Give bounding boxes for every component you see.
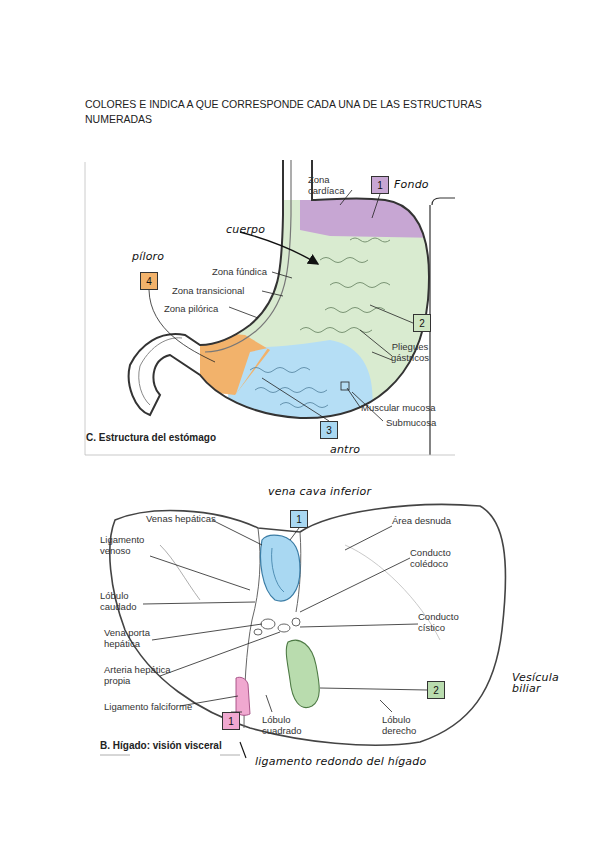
callout-number: 3 xyxy=(326,425,332,436)
worksheet-title: COLORES E INDICA A QUE CORRESPONDE CADA … xyxy=(85,97,535,127)
handwritten-answer: píloro xyxy=(132,251,164,262)
part-label: Arteria hepática propia xyxy=(104,664,184,686)
handwritten-answer: Vesícula biliar xyxy=(512,672,572,694)
callout-number: 2 xyxy=(419,318,425,329)
part-label: Ligamento venoso xyxy=(100,534,152,556)
callout-number: 1 xyxy=(228,716,234,727)
part-label: Ligamento falciforme xyxy=(104,701,192,712)
callout-number: 2 xyxy=(433,685,439,696)
part-label: Conducto cístico xyxy=(418,611,468,633)
handwritten-answer: antro xyxy=(330,444,360,455)
handwritten-answer: cuerpo xyxy=(226,224,265,235)
callout-box: 3 xyxy=(320,421,338,439)
figure-caption: C. Estructura del estómago xyxy=(86,432,216,443)
part-label: Lóbulo caudado xyxy=(100,590,146,612)
callout-number: 1 xyxy=(377,180,383,191)
part-label: Zona pilórica xyxy=(164,303,218,314)
part-label: Zona cardíaca xyxy=(308,174,353,196)
part-label: Venas hepáticas xyxy=(146,513,216,524)
part-label: Submucosa xyxy=(386,417,436,428)
part-label: Lóbulo cuadrado xyxy=(262,714,307,736)
callout-box: 1 xyxy=(371,176,389,194)
callout-number: 1 xyxy=(296,514,302,525)
part-label: Área desnuda xyxy=(392,515,451,526)
part-label: Zona transicional xyxy=(172,285,244,296)
handwritten-answer: Fondo xyxy=(394,179,429,190)
part-label: Muscular mucosa xyxy=(361,402,435,413)
callout-box: 1 xyxy=(290,510,308,528)
stomach-figure xyxy=(85,160,455,455)
figure-caption: B. Hígado: visión visceral xyxy=(100,740,222,751)
part-label: Vena porta hepática xyxy=(104,627,154,649)
callout-box: 2 xyxy=(413,314,431,332)
handwritten-answer: vena cava inferior xyxy=(268,486,371,497)
part-label: Zona fúndica xyxy=(212,266,267,277)
callout-box: 1 xyxy=(222,712,240,730)
callout-box: 4 xyxy=(140,272,158,290)
callout-number: 4 xyxy=(146,276,152,287)
part-label: Lóbulo derecho xyxy=(382,714,427,736)
handwritten-answer: ligamento redondo del hígado xyxy=(255,756,426,767)
part-label: Conducto colédoco xyxy=(410,547,462,569)
liver-figure xyxy=(100,504,506,758)
part-label: Pliegues gástricos xyxy=(384,341,436,363)
callout-box: 2 xyxy=(427,681,445,699)
